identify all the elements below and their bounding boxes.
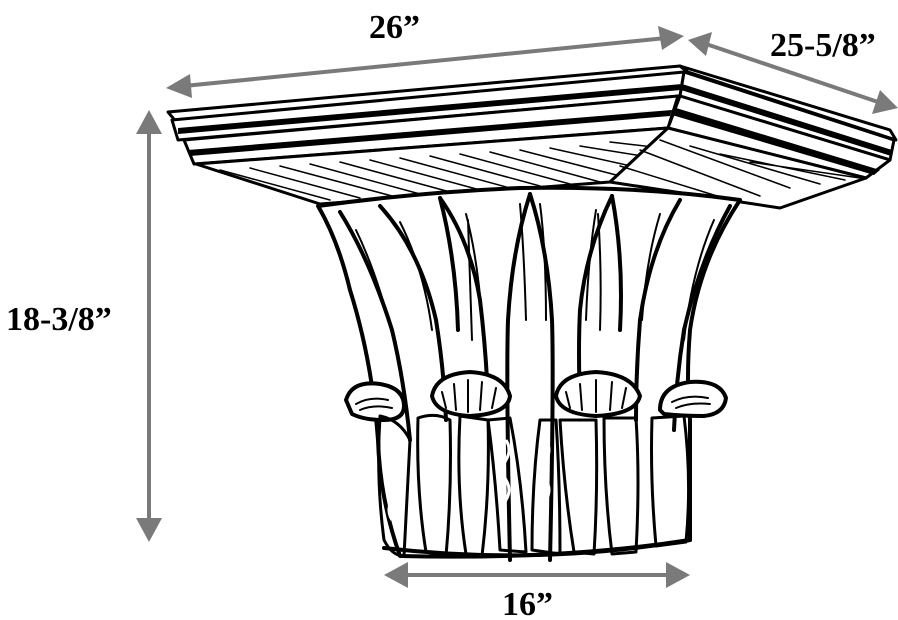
depth-dimension-arrow <box>688 32 898 114</box>
depth-label: 25-5/8” <box>770 27 876 64</box>
leaf-bell <box>316 185 742 562</box>
top-width-label: 26” <box>369 9 420 46</box>
base-width-label: 16” <box>502 586 553 620</box>
base-width-dimension-arrow <box>384 562 690 588</box>
height-label: 18-3/8” <box>6 301 112 338</box>
top-width-dimension-arrow <box>166 26 684 98</box>
height-dimension-arrow <box>136 110 162 542</box>
abacus <box>166 64 898 210</box>
capital-illustration <box>166 64 898 562</box>
